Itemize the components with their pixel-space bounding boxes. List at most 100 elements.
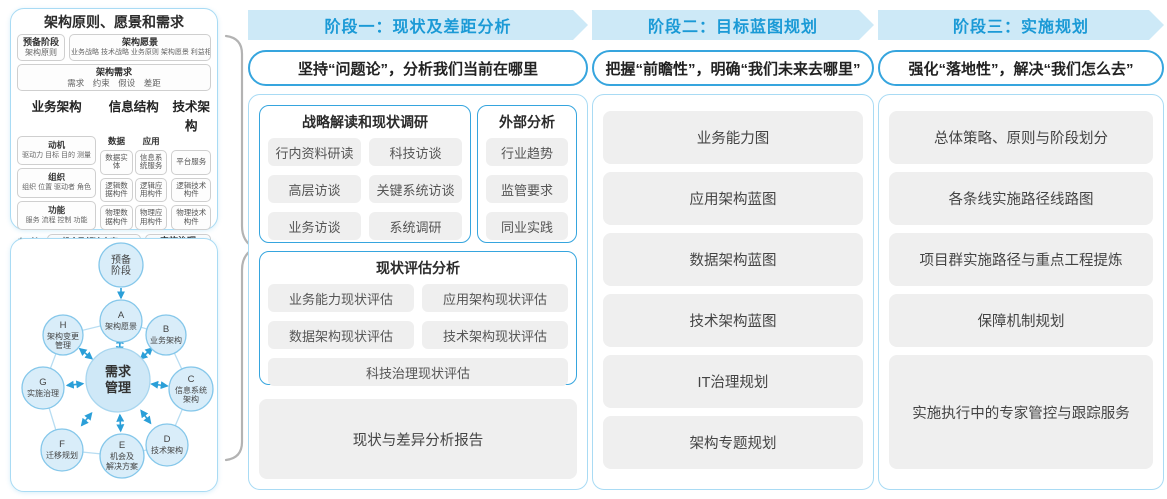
adm-cycle-diagram: 预备 阶段 A 架构愿景 B 业务架构 C 信息系统 架构 D 技术架构 E 机… (21, 242, 214, 479)
b-letter: B (163, 324, 169, 335)
arrow-center-c (150, 380, 169, 390)
data-header: 数据 (107, 136, 125, 146)
c-letter: C (188, 374, 195, 385)
assessment-item: 业务能力现状评估 (268, 284, 414, 312)
organization-sub: 组织 位置 驱动者 角色 (22, 184, 91, 192)
function-sub: 服务 流程 控制 功能 (25, 216, 88, 224)
spacer (171, 136, 211, 147)
assessment-item: 技术架构现状评估 (422, 321, 568, 349)
data-item: 逻辑数据构件 (100, 177, 133, 203)
survey-item: 业务访谈 (268, 212, 361, 240)
arrow-center-f (80, 411, 93, 427)
assessment-item: 科技治理现状评估 (268, 358, 568, 386)
adm-circles (21, 242, 214, 479)
survey-items: 行内资料研读 科技访谈 高层访谈 关键系统访谈 业务访谈 系统调研 (268, 138, 462, 240)
application-item: 物理应用构件 (134, 205, 168, 231)
survey-item: 高层访谈 (268, 175, 361, 203)
phase-2-item: 应用架构蓝图 (603, 172, 863, 225)
arrow-center-b (139, 347, 154, 360)
center-label-line2: 管理 (105, 380, 131, 395)
phase-1-container: 战略解读和现状调研 行内资料研读 科技访谈 高层访谈 关键系统访谈 业务访谈 系… (248, 94, 588, 490)
phase-2-header-band: 阶段二：目标蓝图规划 (592, 10, 874, 40)
framework-top-row: 预备阶段 架构原则 架构愿景 业务战略 技术战略 业务原则 架构愿景 利益相关者 (17, 34, 211, 61)
motivation-sub: 驱动力 目标 目的 测量 (22, 152, 91, 160)
phase-3-subtitle: 强化“落地性”，解决“我们怎么去” (878, 50, 1164, 86)
data-subcolumn: 数据 数据实体 逻辑数据构件 物理数据构件 (100, 136, 133, 231)
circle-g (21, 366, 65, 410)
framework-title: 架构原则、愿景和需求 (44, 14, 184, 30)
f-name: 迁移规划 (46, 450, 78, 460)
adm-cycle-panel: 预备 阶段 A 架构愿景 B 业务架构 C 信息系统 架构 D 技术架构 E 机… (10, 238, 218, 492)
adm-arrows (65, 288, 169, 433)
e-name-line1: 机会及 (110, 451, 134, 461)
b-name: 业务架构 (150, 335, 182, 345)
external-item: 监管要求 (486, 175, 568, 203)
d-name: 技术架构 (151, 445, 183, 455)
prelim-title: 预备阶段 (22, 37, 59, 47)
assessment-box: 现状评估分析 业务能力现状评估 应用架构现状评估 数据架构现状评估 技术架构现状… (259, 251, 577, 386)
function-title: 功能 (48, 204, 66, 215)
circle-f (40, 428, 84, 472)
circle-h (42, 314, 84, 356)
survey-item: 行内资料研读 (268, 138, 361, 166)
phase-2-item: 数据架构蓝图 (603, 233, 863, 286)
external-analysis-items: 行业趋势 监管要求 同业实践 (486, 138, 568, 240)
phase-2-item: 架构专题规划 (603, 416, 863, 469)
phase-2-column: 阶段二：目标蓝图规划 把握“前瞻性”，明确“我们未来去哪里” 业务能力图 应用架… (592, 0, 874, 499)
vision-title: 架构愿景 (121, 37, 158, 47)
data-item: 数据实体 (100, 150, 133, 175)
external-analysis-title: 外部分析 (499, 114, 555, 130)
assessment-title: 现状评估分析 (376, 260, 460, 276)
architecture-requirements-box: 架构需求 需求 约束 假设 差距 (17, 64, 211, 91)
business-arch-column: 动机 驱动力 目标 目的 测量 组织 组织 位置 驱动者 角色 功能 服务 流程… (17, 136, 97, 230)
external-analysis-box: 外部分析 行业趋势 监管要求 同业实践 (477, 105, 577, 243)
survey-item: 科技访谈 (369, 138, 462, 166)
survey-item: 系统调研 (369, 212, 462, 240)
function-box: 功能 服务 流程 控制 功能 (17, 200, 97, 230)
application-subcolumn: 应用 信息系统服务 逻辑应用构件 物理应用构件 (134, 136, 168, 231)
center-label-line1: 需求 (105, 364, 132, 379)
tech-arch-header: 技术架构 (172, 100, 210, 133)
application-item: 逻辑应用构件 (134, 177, 168, 203)
business-arch-header: 业务架构 (31, 100, 82, 114)
phase-1-top-row: 战略解读和现状调研 行内资料研读 科技访谈 高层访谈 关键系统访谈 业务访谈 系… (259, 105, 577, 243)
assessment-item: 数据架构现状评估 (268, 321, 414, 349)
tech-item: 平台服务 (171, 150, 212, 175)
phase-3-item: 各条线实施路径线路图 (889, 172, 1153, 225)
tech-item: 物理技术构件 (171, 205, 212, 231)
g-name: 实施治理 (27, 388, 59, 398)
prelim-sub: 架构原则 (25, 48, 57, 57)
phase-1-header-band: 阶段一：现状及差距分析 (248, 10, 588, 40)
circle-b (145, 314, 187, 356)
phase-2-item: 业务能力图 (603, 111, 863, 164)
survey-title: 战略解读和现状调研 (302, 114, 428, 130)
phase-3-item: 总体策略、原则与阶段划分 (889, 111, 1153, 164)
phase-2-subtitle: 把握“前瞻性”，明确“我们未来去哪里” (592, 50, 874, 86)
phase-2-item: 技术架构蓝图 (603, 294, 863, 347)
phase-3-column: 阶段三：实施规划 强化“落地性”，解决“我们怎么去” 总体策略、原则与阶段划分 … (878, 0, 1164, 499)
application-item: 信息系统服务 (134, 150, 168, 175)
circle-e (99, 433, 145, 479)
framework-panel: 架构原则、愿景和需求 预备阶段 架构原则 架构愿景 业务战略 技术战略 业务原则… (10, 8, 218, 268)
vision-sub: 业务战略 技术战略 业务原则 架构愿景 利益相关者 (71, 49, 211, 56)
information-arch-column: 数据 数据实体 逻辑数据构件 物理数据构件 应用 信息系统服务 逻辑应用构件 物… (100, 136, 168, 231)
information-arch-header: 信息结构 (108, 100, 159, 114)
arrow-center-h (78, 347, 94, 360)
survey-item: 关键系统访谈 (369, 175, 462, 203)
architecture-vision-box: 架构愿景 业务战略 技术战略 业务原则 架构愿景 利益相关者 (69, 34, 211, 61)
domain-columns: 动机 驱动力 目标 目的 测量 组织 组织 位置 驱动者 角色 功能 服务 流程… (17, 136, 212, 231)
requirements-center-circle (85, 347, 151, 413)
external-item: 行业趋势 (486, 138, 568, 166)
phase-2-item: IT治理规划 (603, 355, 863, 408)
phase-1-subtitle: 坚持“问题论”，分析我们当前在哪里 (248, 50, 588, 86)
e-name-line2: 解决方案 (106, 461, 138, 471)
arrow-center-g (65, 380, 85, 389)
f-letter: F (59, 439, 65, 450)
phase-3-item: 保障机制规划 (889, 294, 1153, 347)
c-name-line1: 信息系统 (175, 385, 207, 395)
phase-3-item: 实施执行中的专家管控与跟踪服务 (889, 355, 1153, 469)
domain-headers: 业务架构 信息结构 技术架构 (17, 96, 211, 134)
circle-c (168, 366, 214, 412)
survey-box: 战略解读和现状调研 行内资料研读 科技访谈 高层访谈 关键系统访谈 业务访谈 系… (259, 105, 471, 243)
organization-box: 组织 组织 位置 驱动者 角色 (17, 168, 97, 198)
